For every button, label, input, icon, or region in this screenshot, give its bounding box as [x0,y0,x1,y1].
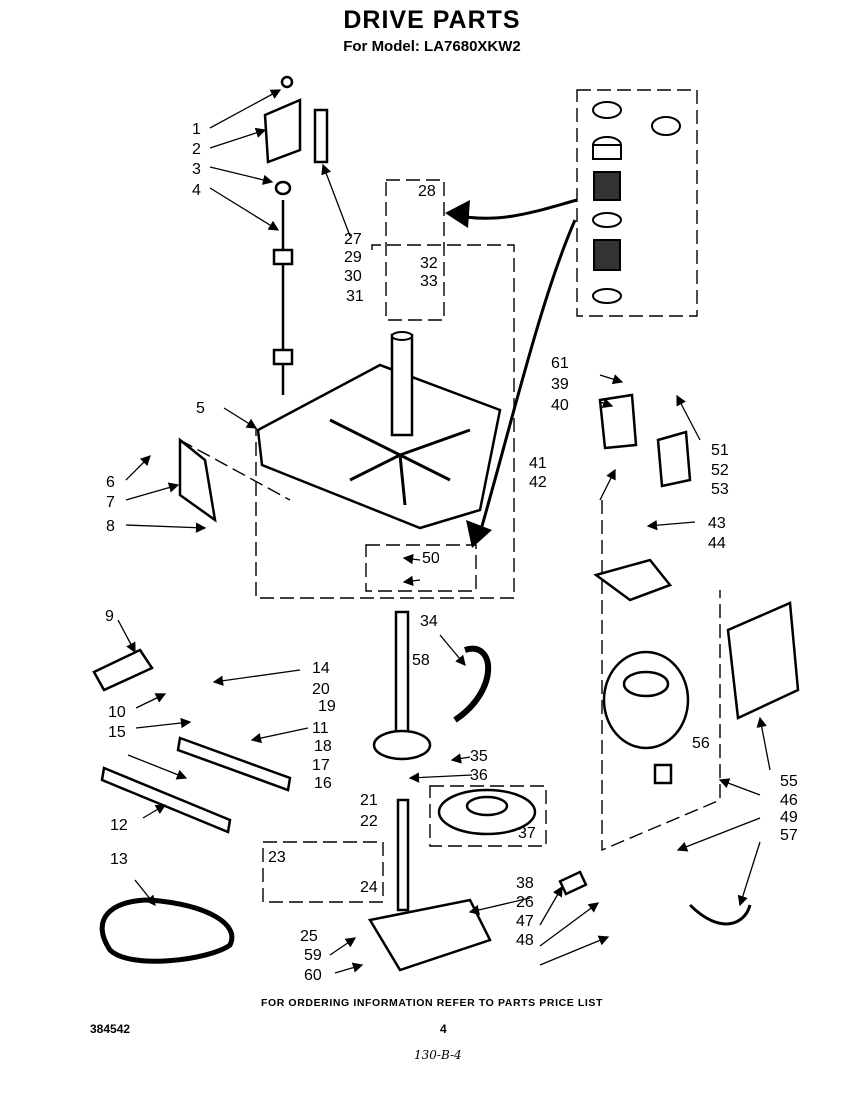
callout-41: 41 [529,455,547,472]
callout-58: 58 [412,652,430,669]
callout-labels: 1 2 3 4 5 6 7 8 9 10 11 12 13 14 15 16 1… [105,121,798,984]
callout-12: 12 [110,817,128,834]
callout-57: 57 [780,827,798,844]
callout-55: 55 [780,773,798,790]
callout-50: 50 [422,550,440,567]
callout-53: 53 [711,481,729,498]
tie-rod [453,645,492,723]
callout-8: 8 [106,518,115,535]
handwritten-note: 130-B-4 [414,1048,462,1062]
callout-3: 3 [192,161,201,178]
motor-mount [598,393,638,450]
callout-35: 35 [470,748,488,765]
kit-arrow-upper [454,198,578,220]
callout-11: 11 [312,720,329,737]
motor-bracket [593,558,673,602]
clutch-box [262,841,384,903]
hardware-kit-box [576,89,698,317]
callout-42: 42 [529,474,547,491]
page-number: 4 [440,1022,447,1036]
callout-31: 31 [346,288,364,305]
callout-26: 26 [516,894,534,911]
bracket-guide [179,439,291,501]
clamp [688,903,752,926]
callout-56: 56 [692,735,710,752]
callout-2: 2 [192,141,201,158]
callout-52: 52 [711,462,729,479]
document-number: 384542 [90,1022,131,1036]
bearing-kit-box [385,179,445,321]
motor-shield [726,601,800,720]
kit-arrow-lower-head [466,520,492,548]
callout-25: 25 [300,928,318,945]
base-plate [256,363,502,530]
model-subtitle: For Model: LA7680XKW2 [343,38,521,55]
callout-28: 28 [418,183,436,200]
callout-23: 23 [268,849,286,866]
drive-belt [99,897,235,964]
callout-32: 32 [420,255,438,272]
callout-17: 17 [312,757,330,774]
upper-bracket [263,98,302,164]
base-assembly-box [255,244,515,599]
callout-6: 6 [106,474,115,491]
callout-16: 16 [314,775,332,792]
callout-40: 40 [551,397,569,414]
callout-59: 59 [304,947,322,964]
callout-37: 37 [518,825,536,842]
callout-36: 36 [470,767,488,784]
side-bracket [178,437,217,523]
callout-61: 61 [551,355,569,372]
callout-18: 18 [314,738,332,755]
callout-5: 5 [196,400,205,417]
callout-48: 48 [516,932,534,949]
callout-15: 15 [108,724,126,741]
callout-13: 13 [110,851,128,868]
pulley-box [429,785,547,847]
callout-34: 34 [420,613,438,630]
callout-43: 43 [708,515,726,532]
callout-33: 33 [420,273,438,290]
callout-47: 47 [516,913,534,930]
drive-parts-diagram: 1 2 3 4 5 6 7 8 9 10 11 12 13 14 15 16 1… [92,75,800,984]
seal-kit-box [365,544,477,592]
motor-box [601,500,721,852]
seal-ring [592,101,622,119]
callout-14: 14 [312,660,330,677]
lever-upper [176,736,292,792]
callout-39: 39 [551,376,569,393]
callout-49: 49 [780,809,798,826]
callout-38: 38 [516,875,534,892]
callout-51: 51 [711,442,729,459]
callout-44: 44 [708,535,726,552]
diagram-title: DRIVE PARTS [343,6,521,34]
switch [92,648,154,692]
motor [602,650,690,750]
ordering-note: FOR ORDERING INFORMATION REFER TO PARTS … [260,997,604,1009]
center-post [390,333,414,437]
callout-20: 20 [312,681,330,698]
callout-24: 24 [360,879,378,896]
lever-lower [100,766,232,834]
callout-60: 60 [304,967,322,984]
gearcase [368,898,492,972]
callout-27: 27 [344,231,362,248]
callout-21: 21 [360,792,378,809]
kit-arrow-upper-head [445,200,470,228]
callout-7: 7 [106,494,115,511]
callout-1: 1 [192,121,201,138]
callout-30: 30 [344,268,362,285]
callout-4: 4 [192,182,201,199]
kit-arrow-lower [476,219,577,541]
callout-10: 10 [108,704,126,721]
callout-22: 22 [360,813,378,830]
callout-29: 29 [344,249,362,266]
callout-19: 19 [318,698,336,715]
callout-46: 46 [780,792,798,809]
callout-9: 9 [105,608,114,625]
